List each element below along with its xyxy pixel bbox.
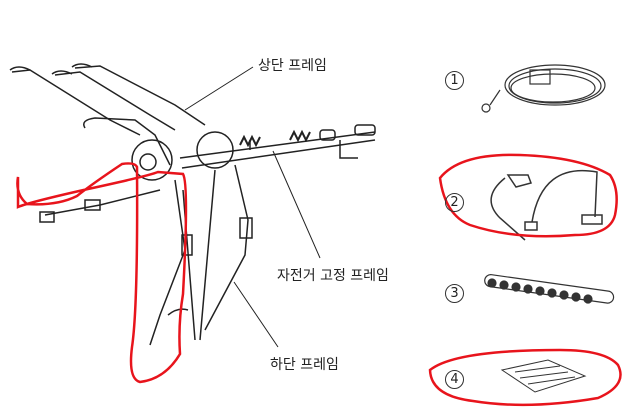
part-number-4: 4 (445, 370, 464, 389)
label-lower-frame: 하단 프레임 (270, 357, 339, 373)
part-number-2: 2 (445, 193, 464, 212)
label-upper-frame: 상단 프레임 (258, 58, 327, 74)
part-1-cable-lock (481, 64, 606, 113)
red-highlight-marks (16, 153, 622, 407)
upper-arm-2 (54, 71, 176, 131)
part-number-3: 3 (445, 284, 464, 303)
part-4-sticker-sheet (500, 359, 587, 393)
bike-rack-illustration (9, 63, 376, 348)
upper-arm-1 (11, 69, 141, 136)
upper-arm-3 (74, 65, 206, 126)
label-bike-holder-frame: 자전거 고정 프레임 (277, 268, 389, 284)
part-number-1: 1 (445, 71, 464, 90)
part-3-rubber-strap (484, 274, 615, 304)
part-2-straps (490, 169, 603, 241)
